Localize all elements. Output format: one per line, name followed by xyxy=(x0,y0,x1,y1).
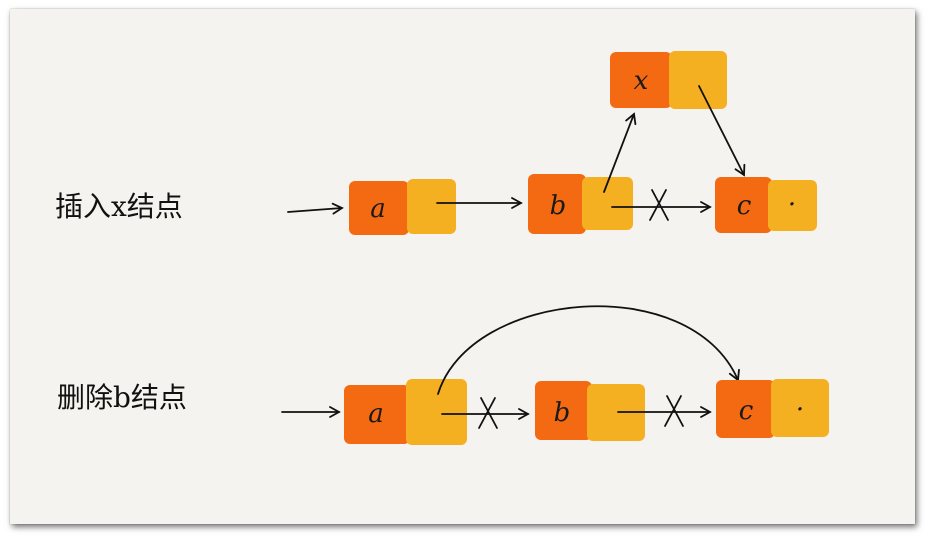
insert-node-c-value: c xyxy=(737,191,752,221)
delete-node-a-value: a xyxy=(368,399,384,429)
delete-cross-mark-1 xyxy=(478,397,498,429)
delete-node-a: a xyxy=(344,379,467,445)
insert-node-c-pointer-cell xyxy=(768,180,817,231)
insert-node-x: x xyxy=(610,51,727,109)
delete-node-c-null-pointer: · xyxy=(796,395,804,425)
insert-arrow-b-to-x xyxy=(603,112,637,193)
insert-node-x-pointer-cell xyxy=(669,51,727,109)
insert-node-x-value: x xyxy=(634,66,649,96)
insert-node-a-value: a xyxy=(370,194,386,224)
insert-node-b-value-cell xyxy=(528,174,586,234)
insert-node-x-value-cell xyxy=(610,52,672,108)
insert-node-a-value-cell xyxy=(349,181,409,235)
delete-node-b-pointer-cell xyxy=(587,384,645,441)
insert-cross-mark xyxy=(649,189,669,221)
insert-entry-arrow xyxy=(287,202,344,215)
delete-row-label: 删除b结点 xyxy=(57,381,187,414)
delete-node-a-value-cell xyxy=(344,385,410,444)
insert-node-c: c · xyxy=(715,177,817,233)
insert-node-a: a xyxy=(349,179,456,235)
insert-row-label: 插入x结点 xyxy=(55,190,183,223)
insert-node-c-value-cell xyxy=(715,177,772,233)
delete-node-b: b xyxy=(535,381,645,441)
delete-node-b-value-cell xyxy=(535,381,592,440)
insert-arrow-x-to-c xyxy=(698,85,746,177)
delete-node-a-pointer-cell xyxy=(406,379,467,445)
delete-arrow-a-to-c-bypass xyxy=(437,305,740,395)
delete-node-c-pointer-cell xyxy=(771,379,829,437)
delete-node-c: c · xyxy=(716,379,829,438)
delete-node-b-value: b xyxy=(554,398,571,428)
insert-node-a-pointer-cell xyxy=(407,179,456,234)
insert-node-c-null-pointer: · xyxy=(788,190,796,220)
insert-node-b-pointer-cell xyxy=(582,177,633,230)
delete-node-c-value: c xyxy=(739,396,754,426)
delete-cross-mark-2 xyxy=(664,395,684,427)
insert-node-b-value: b xyxy=(550,191,567,221)
delete-node-c-value-cell xyxy=(716,380,775,438)
insert-node-b: b xyxy=(528,174,633,234)
